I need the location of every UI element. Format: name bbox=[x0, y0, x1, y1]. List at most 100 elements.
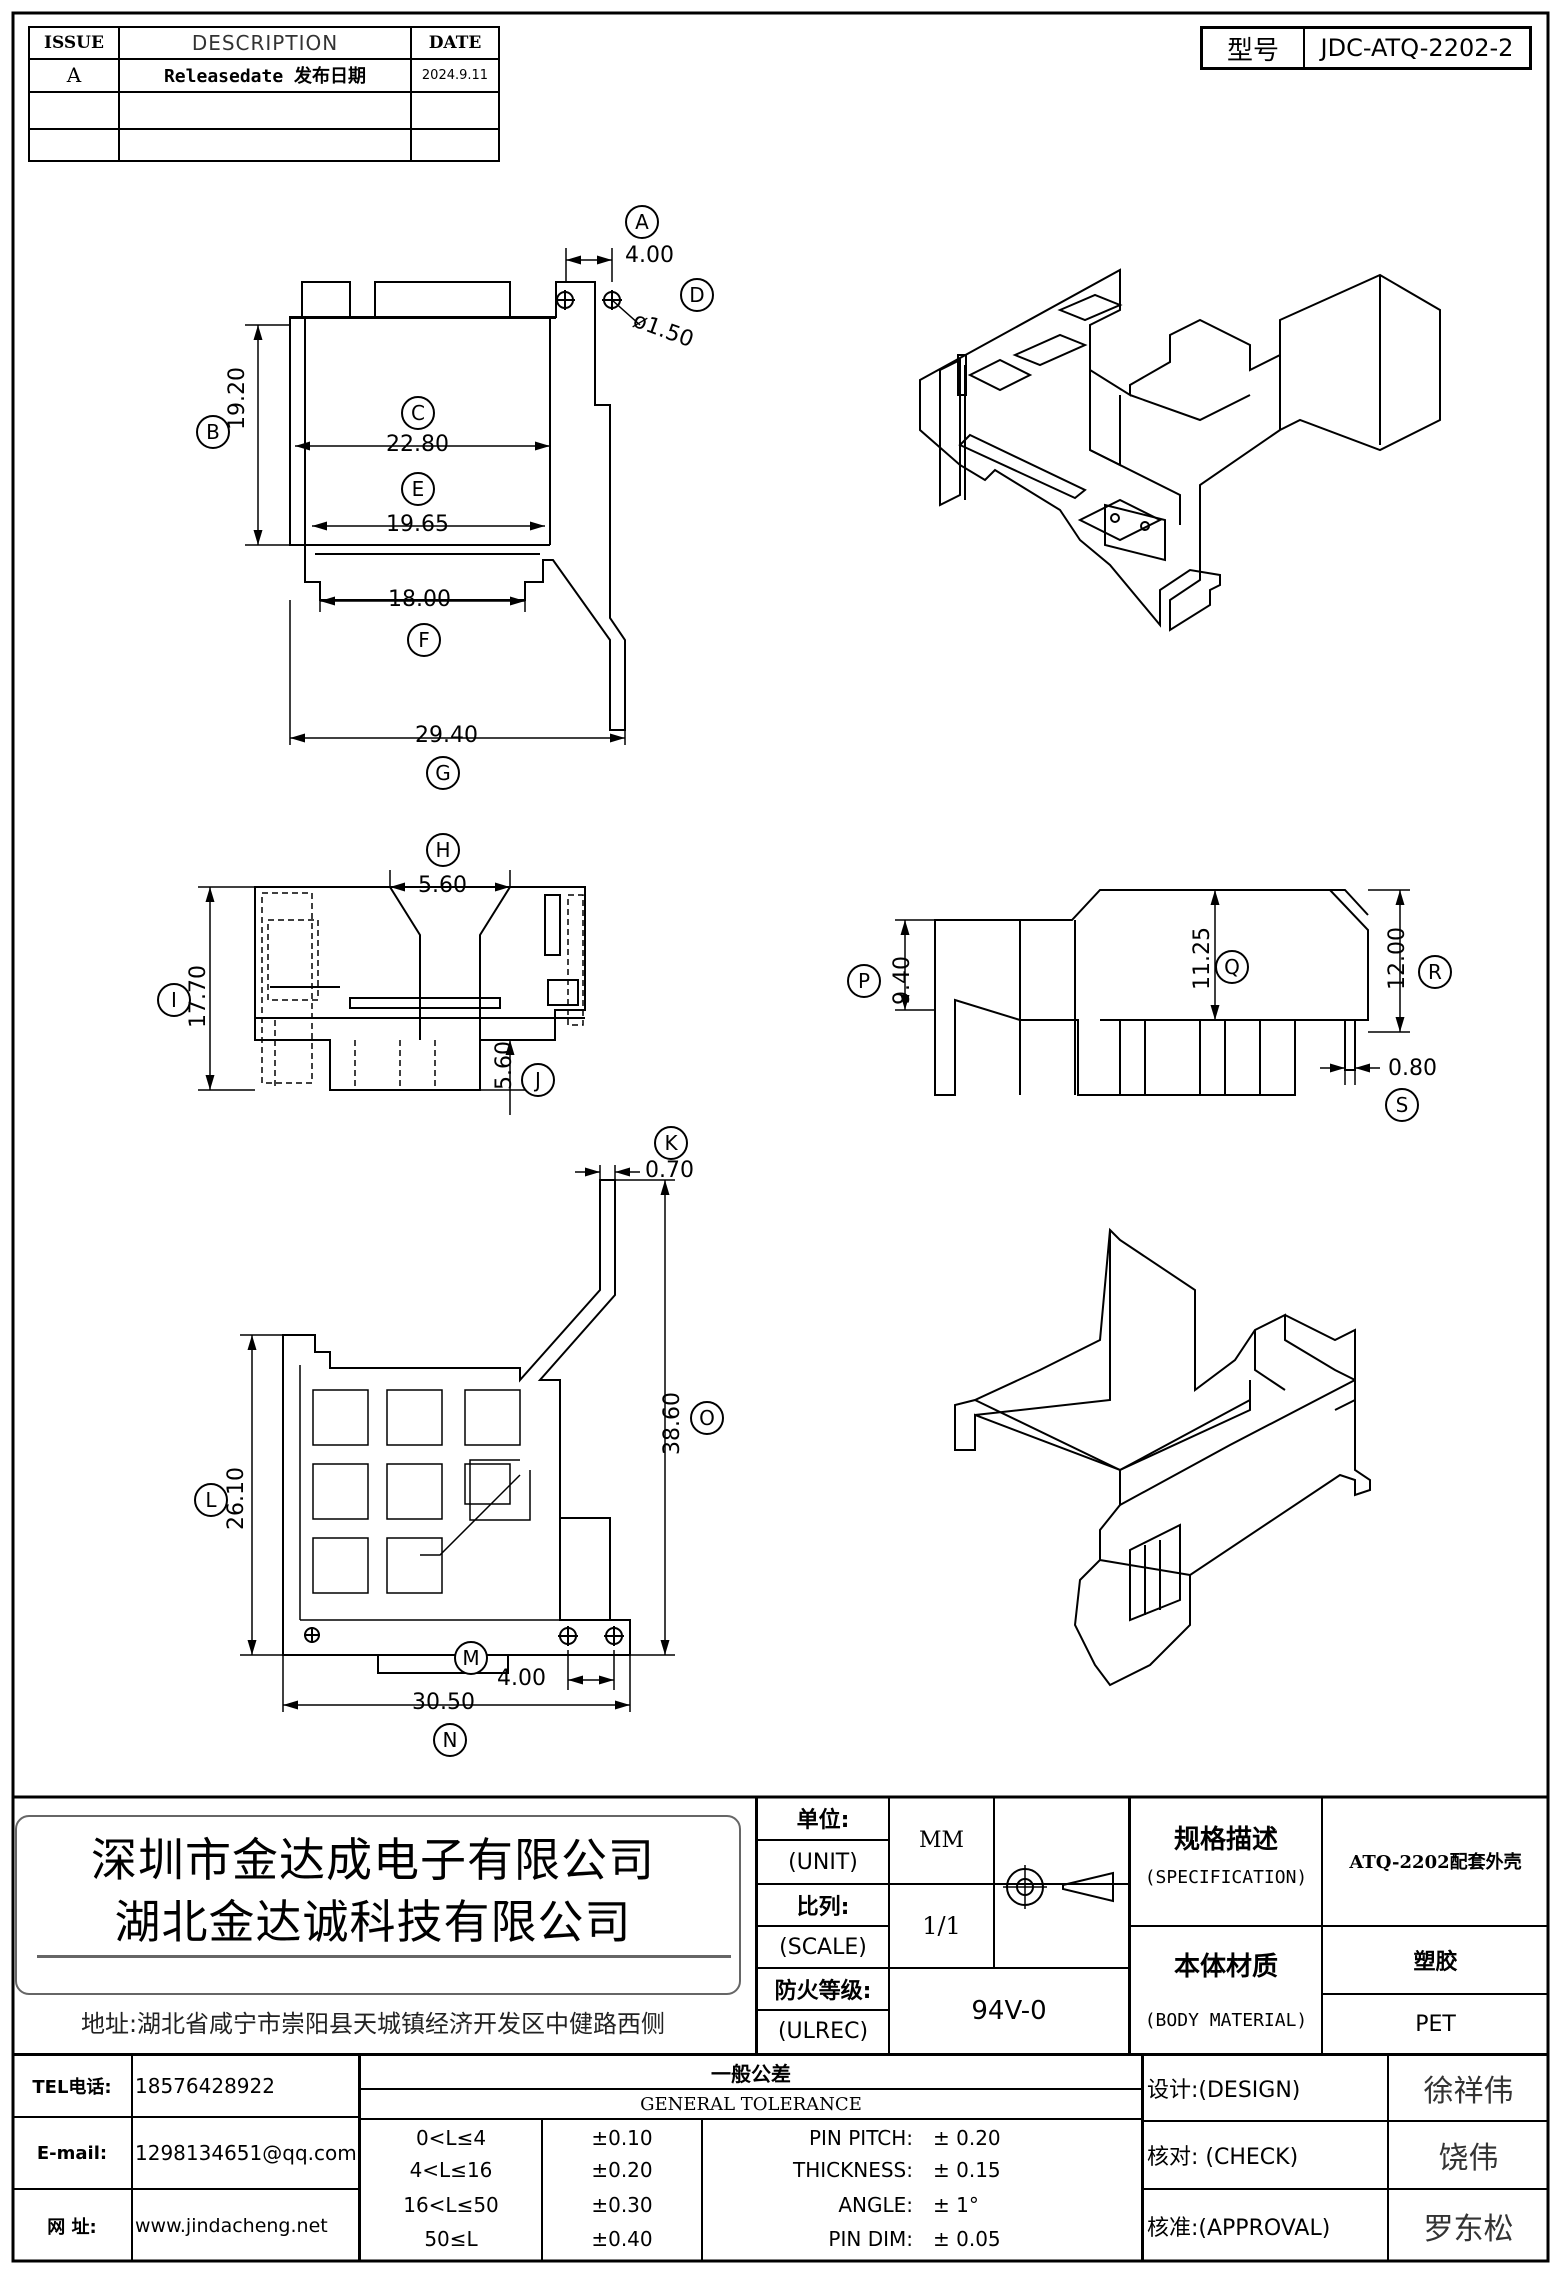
svg-text:G: G bbox=[435, 761, 451, 785]
scale-value: 1/1 bbox=[922, 1912, 961, 1940]
projection-symbol bbox=[1003, 1865, 1114, 1909]
tel-label: TEL电话: bbox=[32, 2077, 112, 2098]
email-label: E-mail: bbox=[36, 2142, 108, 2164]
tol-value-2: ±0.20 bbox=[591, 2158, 653, 2182]
dim-K: 0.70 bbox=[645, 1158, 694, 1183]
svg-text:A: A bbox=[635, 210, 649, 234]
dim-Q: 11.25 bbox=[1190, 927, 1215, 990]
rev-header-description: DESCRIPTION bbox=[191, 31, 339, 55]
dim-B: 19.20 bbox=[225, 367, 250, 430]
tol-item-value-3: ± 1° bbox=[933, 2193, 979, 2217]
unit-label-cn: 单位: bbox=[796, 1808, 850, 1833]
spec-label-cn: 规格描述 bbox=[1173, 1824, 1278, 1855]
spec-label-en: (SPECIFICATION) bbox=[1144, 1866, 1308, 1888]
tol-value-4: ±0.40 bbox=[591, 2227, 653, 2251]
spec-value: ATQ-2202配套外壳 bbox=[1349, 1852, 1522, 1873]
ulrec-label-en: (ULREC) bbox=[777, 2018, 869, 2044]
svg-text:P: P bbox=[858, 969, 870, 993]
material-label-en: (BODY MATERIAL) bbox=[1144, 2009, 1308, 2031]
svg-text:R: R bbox=[1428, 960, 1442, 984]
dim-N: 30.50 bbox=[412, 1690, 475, 1715]
material-value-cn: 塑胶 bbox=[1413, 1950, 1458, 1975]
rev-issue-a: A bbox=[66, 63, 82, 87]
iso-view-bottom bbox=[954, 1227, 1371, 1687]
tolerance-title-en: GENERAL TOLERANCE bbox=[640, 2093, 862, 2115]
tol-range-1: 0<L≤4 bbox=[415, 2126, 487, 2150]
dim-I: 17.70 bbox=[186, 965, 211, 1028]
model-value: JDC-ATQ-2202-2 bbox=[1320, 34, 1514, 62]
web-label: 网 址: bbox=[47, 2216, 97, 2238]
approval-name: 罗东松 bbox=[1423, 2211, 1514, 2247]
tol-item-2: THICKNESS: bbox=[793, 2158, 913, 2182]
tol-item-4: PIN DIM: bbox=[828, 2227, 913, 2251]
tol-value-1: ±0.10 bbox=[591, 2126, 653, 2150]
unit-label-en: (UNIT) bbox=[788, 1849, 858, 1875]
email-value[interactable]: 1298134651@qq.com bbox=[135, 2141, 357, 2165]
tol-range-2: 4<L≤16 bbox=[409, 2158, 493, 2182]
rev-date-a: 2024.9.11 bbox=[421, 67, 489, 83]
svg-text:F: F bbox=[418, 628, 430, 652]
approval-label: 核准:(APPROVAL) bbox=[1147, 2215, 1331, 2241]
dim-A: 4.00 bbox=[625, 243, 674, 268]
bottom-panel: TEL电话: 18576428922 E-mail: 1298134651@qq… bbox=[13, 2056, 1548, 2261]
side-view-left bbox=[254, 886, 586, 1091]
dim-G: 29.40 bbox=[415, 723, 478, 748]
tol-item-value-2: ± 0.15 bbox=[933, 2158, 1001, 2182]
company-name-2: 湖北金达诚科技有限公司 bbox=[114, 1895, 632, 1949]
web-value[interactable]: www.jindacheng.net bbox=[135, 2214, 328, 2237]
company-name-1: 深圳市金达成电子有限公司 bbox=[91, 1833, 655, 1887]
svg-text:H: H bbox=[435, 838, 450, 862]
top-view-dims bbox=[245, 248, 641, 745]
dim-J: 5.60 bbox=[492, 1041, 517, 1090]
ulrec-value: 94V-0 bbox=[971, 1996, 1047, 2026]
svg-text:N: N bbox=[443, 1728, 458, 1752]
dim-E: 19.65 bbox=[386, 512, 449, 537]
tel-value: 18576428922 bbox=[135, 2074, 275, 2098]
design-name: 徐祥伟 bbox=[1423, 2074, 1514, 2109]
model-label: 型号 bbox=[1203, 29, 1305, 67]
material-label-cn: 本体材质 bbox=[1173, 1951, 1278, 1982]
bottom-view bbox=[282, 1179, 631, 1674]
tol-item-3: ANGLE: bbox=[838, 2193, 913, 2217]
dim-M: 4.00 bbox=[497, 1666, 546, 1691]
svg-text:O: O bbox=[699, 1406, 715, 1430]
tol-value-3: ±0.30 bbox=[591, 2193, 653, 2217]
bottom-view-dims bbox=[240, 1165, 675, 1712]
svg-text:L: L bbox=[205, 1488, 217, 1512]
svg-text:C: C bbox=[411, 401, 425, 425]
tol-range-4: 50≤L bbox=[424, 2227, 478, 2251]
spec-panel: 规格描述 (SPECIFICATION) ATQ-2202配套外壳 本体材质 (… bbox=[1131, 1797, 1548, 2053]
dim-F: 18.00 bbox=[388, 587, 451, 612]
company-address: 地址:湖北省咸宁市崇阳县天城镇经济开发区中健路西侧 bbox=[80, 2009, 666, 2038]
dim-H: 5.60 bbox=[418, 873, 467, 898]
sheet-border bbox=[11, 11, 1550, 2263]
dim-C: 22.80 bbox=[386, 432, 449, 457]
check-name: 饶伟 bbox=[1438, 2141, 1499, 2176]
top-view bbox=[289, 281, 626, 731]
dim-O: 38.60 bbox=[660, 1392, 685, 1455]
model-box: 型号 JDC-ATQ-2202-2 bbox=[1200, 26, 1532, 70]
design-label: 设计:(DESIGN) bbox=[1147, 2078, 1301, 2103]
svg-text:D: D bbox=[689, 283, 704, 307]
svg-text:I: I bbox=[171, 988, 177, 1012]
scale-label-cn: 比列: bbox=[796, 1895, 850, 1920]
unit-value: MM bbox=[918, 1827, 965, 1853]
unit-panel: 单位: (UNIT) 比列: (SCALE) 防火等级: (ULREC) MM … bbox=[758, 1797, 1128, 2053]
revision-table: ISSUE DESCRIPTION DATE A Releasedate 发布日… bbox=[28, 26, 500, 162]
ref-letters bbox=[157, 205, 1452, 1757]
ulrec-label-cn: 防火等级: bbox=[774, 1979, 872, 2004]
check-label: 核对: (CHECK) bbox=[1147, 2145, 1299, 2170]
svg-text:M: M bbox=[462, 1646, 479, 1670]
scale-label-en: (SCALE) bbox=[779, 1934, 867, 1960]
tol-range-3: 16<L≤50 bbox=[403, 2193, 499, 2217]
svg-text:S: S bbox=[1396, 1093, 1409, 1117]
side-view-left-dims bbox=[198, 870, 555, 1115]
dim-P: 9.40 bbox=[890, 956, 915, 1005]
svg-text:J: J bbox=[533, 1068, 541, 1092]
rev-description-a: Releasedate 发布日期 bbox=[163, 66, 367, 87]
dim-S: 0.80 bbox=[1388, 1056, 1437, 1081]
dim-L: 26.10 bbox=[224, 1467, 249, 1530]
material-value-en: PET bbox=[1415, 2011, 1456, 2037]
